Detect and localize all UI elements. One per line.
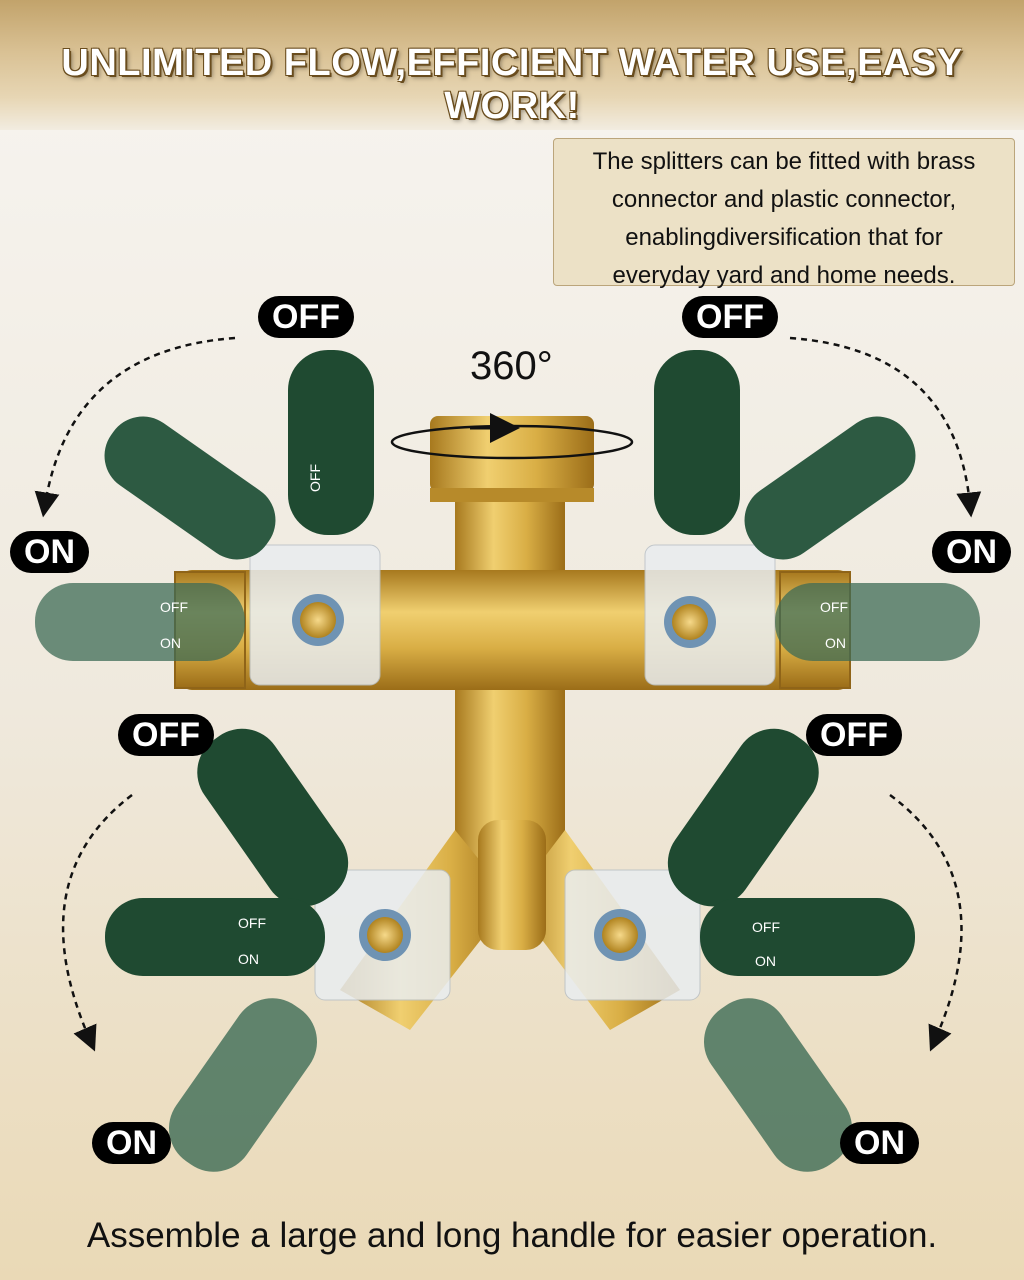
label-off-top-right: OFF [682, 296, 778, 338]
label-off-top-left: OFF [258, 296, 354, 338]
handle-mark: ON [755, 953, 776, 969]
footer-caption: Assemble a large and long handle for eas… [86, 1216, 938, 1255]
handle-bottom-left-off [197, 728, 349, 907]
label-on-bottom-right: ON [840, 1122, 919, 1164]
info-line: enablingdiversification that for [625, 224, 943, 251]
valve-bottom-right [564, 869, 701, 1001]
dashed-arrow-bottom-right [889, 793, 963, 1052]
svg-text:ON: ON [160, 635, 181, 651]
headline: UNLIMITED FLOW,EFFICIENT WATER USE,EASY … [61, 42, 963, 127]
svg-text:ON: ON [755, 953, 776, 969]
svg-text:ON: ON [825, 635, 846, 651]
handle-bottom-right-mid [700, 898, 915, 976]
handle-top-right-mid [744, 416, 916, 560]
dashed-arrow-top-right [789, 336, 982, 518]
valve-bottom-left [314, 869, 451, 1001]
handle-bottom-left-on [168, 998, 318, 1172]
handle-mark: ON [825, 635, 846, 651]
label-on-top-right: ON [932, 531, 1011, 573]
handle-bottom-right-on [703, 998, 853, 1172]
handle-mark: OFF [238, 915, 266, 931]
handle-top-right-on [775, 583, 980, 661]
label-on-bottom-left: ON [92, 1122, 171, 1164]
svg-text:OFF: OFF [238, 915, 266, 931]
handle-mark: ON [160, 635, 181, 651]
valve-top-right [644, 544, 776, 686]
handle-bottom-left-mid [105, 898, 325, 976]
svg-text:ON: ON [238, 951, 259, 967]
top-banner [0, 0, 1024, 130]
svg-text:OFF: OFF [160, 599, 188, 615]
rotation-label: 360° [470, 344, 553, 388]
info-box: The splitters can be fitted with brass c… [553, 138, 1015, 289]
valve-top-left [249, 544, 381, 686]
handle-top-right-off [654, 350, 740, 535]
info-line: everyday yard and home needs. [612, 262, 956, 289]
label-on-top-left: ON [10, 531, 89, 573]
handle-top-left-mid [104, 416, 276, 560]
handle-mark: ON [238, 951, 259, 967]
svg-text:OFF: OFF [820, 599, 848, 615]
handle-mark: OFF [752, 919, 780, 935]
handle-top-left-on [35, 583, 245, 661]
handle-bottom-right-off [667, 728, 819, 907]
info-line: connector and plastic connector, [611, 186, 957, 213]
info-line: The splitters can be fitted with brass [592, 148, 976, 175]
svg-text:OFF: OFF [752, 919, 780, 935]
label-off-bottom-right: OFF [806, 714, 902, 756]
dashed-arrow-bottom-left [61, 794, 133, 1052]
handle-mark: OFF [160, 599, 188, 615]
handle-mark: OFF [820, 599, 848, 615]
label-off-bottom-left: OFF [118, 714, 214, 756]
svg-text:OFF: OFF [307, 464, 323, 492]
handle-mark: OFF [307, 464, 323, 492]
handle-top-left-off [288, 350, 374, 535]
